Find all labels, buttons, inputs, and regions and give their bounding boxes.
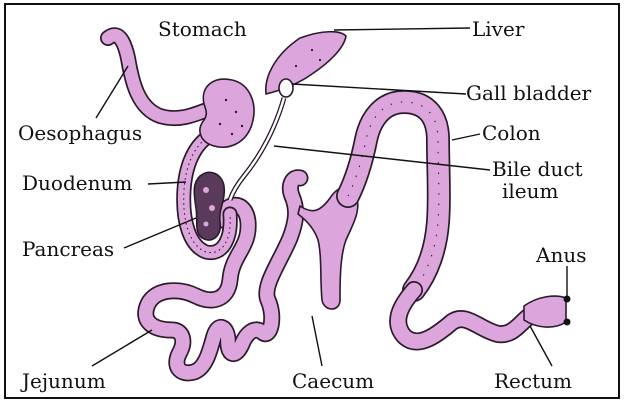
label-colon: Colon [482,121,541,145]
pancreas-shape [194,172,224,240]
label-rectum: Rectum [494,369,572,393]
label-duodenum: Duodenum [22,171,132,195]
label-bile-duct: Bile duct [492,157,583,181]
stomach-shape [200,79,254,147]
label-pancreas: Pancreas [22,237,114,261]
label-anus: Anus [535,243,586,267]
label-ileum: ileum [502,179,559,203]
anus-dot-lower [564,319,571,326]
label-gall-bladder: Gall bladder [466,81,592,105]
label-liver: Liver [472,17,525,41]
label-stomach: Stomach [158,17,247,41]
gall-bladder-shape [279,79,293,97]
anus-dot-upper [564,296,571,303]
label-caecum: Caecum [292,369,374,393]
label-jejunum: Jejunum [20,369,106,393]
label-oesophagus: Oesophagus [18,121,142,145]
